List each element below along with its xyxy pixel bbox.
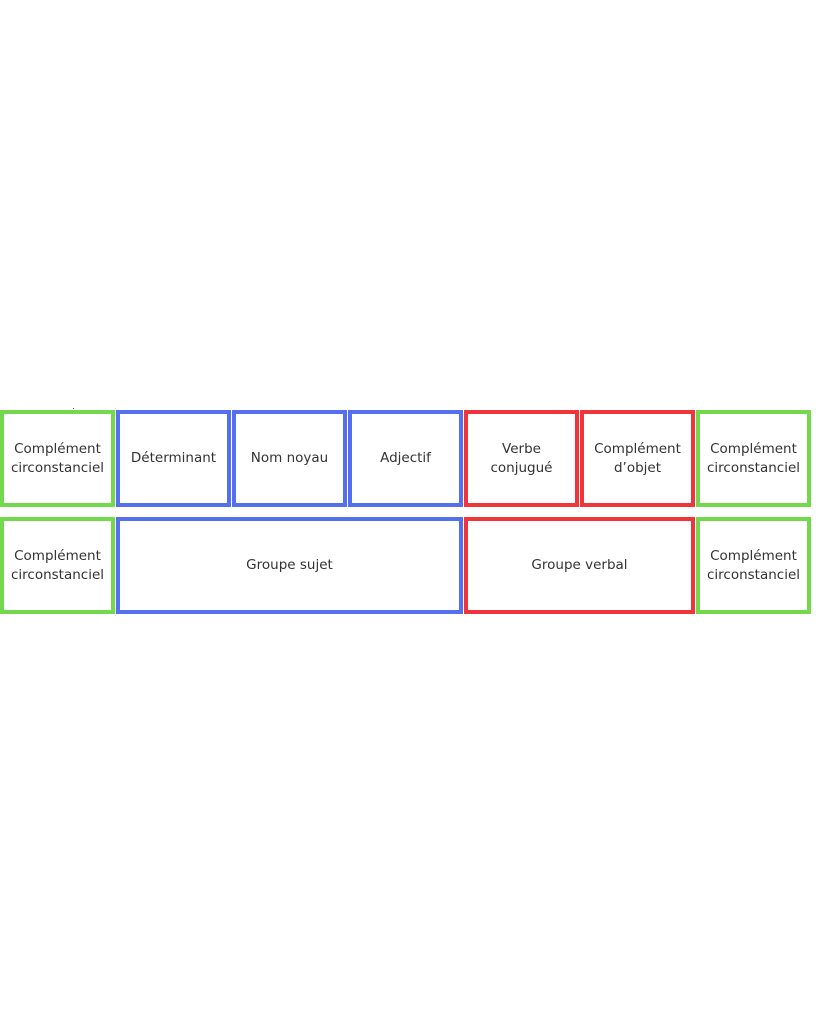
label-verbe-conjugue: Verbe conjugué: [490, 440, 553, 476]
label-complement-circonstanciel-right: Complément circonstanciel: [706, 440, 801, 476]
box-complement-objet: Complément d’objet: [580, 410, 695, 507]
label-complement-objet: Complément d’objet: [594, 440, 681, 476]
box-determinant: Déterminant: [116, 410, 231, 507]
label-nom-noyau: Nom noyau: [250, 450, 329, 466]
box-group-complement-circonstanciel-right: Complément circonstanciel: [696, 517, 811, 614]
box-complement-circonstanciel-right: Complément circonstanciel: [696, 410, 811, 507]
box-adjectif: Adjectif: [348, 410, 463, 507]
box-nom-noyau: Nom noyau: [232, 410, 347, 507]
label-determinant: Déterminant: [130, 450, 217, 466]
box-group-complement-circonstanciel-left: Complément circonstanciel: [0, 517, 115, 614]
label-group-complement-circonstanciel-right: Complément circonstanciel: [706, 547, 801, 583]
label-groupe-sujet: Groupe sujet: [246, 557, 333, 573]
stray-mark: [73, 408, 74, 409]
box-verbe-conjugue: Verbe conjugué: [464, 410, 579, 507]
box-groupe-verbal: Groupe verbal: [464, 517, 695, 614]
label-group-complement-circonstanciel-left: Complément circonstanciel: [10, 547, 105, 583]
box-complement-circonstanciel-left: Complément circonstanciel: [0, 410, 115, 507]
box-groupe-sujet: Groupe sujet: [116, 517, 463, 614]
label-groupe-verbal: Groupe verbal: [531, 557, 628, 573]
label-complement-circonstanciel-left: Complément circonstanciel: [10, 440, 105, 476]
label-adjectif: Adjectif: [380, 450, 431, 466]
